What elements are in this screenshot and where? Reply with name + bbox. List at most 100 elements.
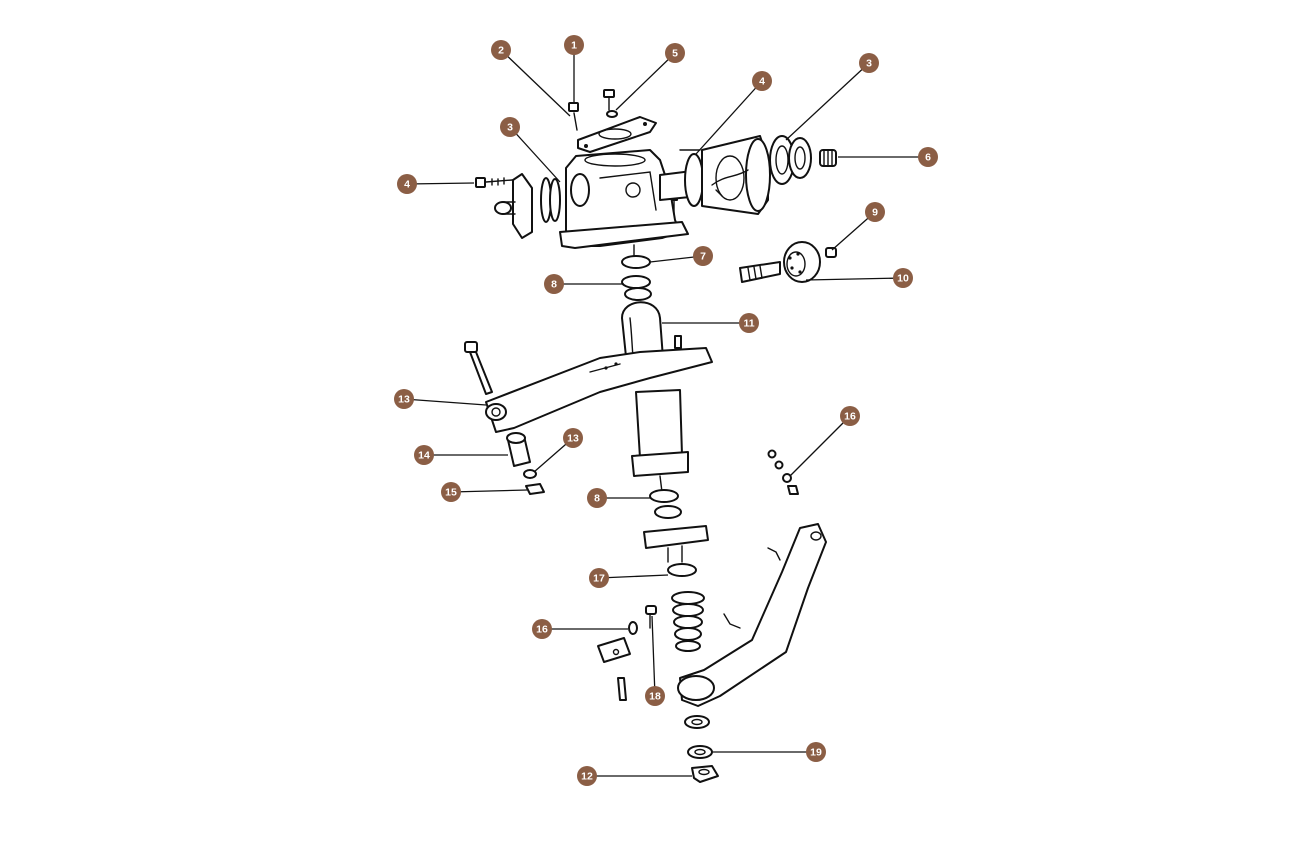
callout-marker (564, 35, 584, 55)
part-bolt-5 (603, 89, 618, 118)
callout-label: 16 (844, 411, 856, 423)
callout-c18: 18 (645, 686, 665, 706)
part-shims-3-left (540, 177, 561, 223)
callout-marker (414, 445, 434, 465)
callout-marker (859, 53, 879, 73)
part-worm-housing (701, 135, 771, 215)
callout-label: 10 (897, 273, 909, 285)
callout-label: 1 (571, 40, 577, 52)
callout-label: 11 (743, 318, 754, 330)
callout-c15: 15 (441, 482, 461, 502)
part-lock-washer-19 (687, 745, 713, 759)
callout-leader-c18 (651, 615, 656, 697)
callout-marker (918, 147, 938, 167)
callout-label: 3 (866, 58, 872, 70)
callout-c12: 12 (577, 766, 597, 786)
callout-label: 9 (872, 207, 878, 219)
callout-label: 18 (649, 691, 661, 703)
callout-label: 3 (507, 122, 513, 134)
callout-marker (577, 766, 597, 786)
callout-c4b: 4 (752, 71, 772, 91)
callout-label: 14 (418, 450, 430, 462)
callout-c19: 19 (806, 742, 826, 762)
callout-c13b: 13 (563, 428, 583, 448)
callout-c6: 6 (918, 147, 938, 167)
callout-label: 17 (593, 573, 605, 585)
callout-leader-c3a (509, 126, 561, 183)
callout-c11: 11 (739, 313, 759, 333)
callout-label: 16 (536, 624, 548, 636)
callout-label: 15 (445, 487, 457, 499)
part-spring (671, 591, 705, 652)
callout-marker (544, 274, 564, 294)
callout-leader-c16a (789, 415, 851, 477)
callout-marker (693, 246, 713, 266)
part-screw-18 (645, 605, 657, 629)
part-washer-13 (523, 469, 537, 479)
part-rocker-shaft-10 (739, 241, 821, 283)
callout-marker (491, 40, 511, 60)
part-fittings-16-top (767, 449, 799, 495)
part-bearing-17 (667, 563, 697, 577)
callout-marker (394, 389, 414, 409)
callout-label: 7 (700, 251, 706, 263)
callout-leader-c4b (695, 80, 763, 155)
part-bracket-arm (485, 335, 713, 433)
callout-c14: 14 (414, 445, 434, 465)
part-nut-9 (825, 247, 837, 258)
callout-label: 8 (594, 493, 600, 505)
callout-c8a: 8 (544, 274, 564, 294)
callout-c13a: 13 (394, 389, 414, 409)
callout-marker (739, 313, 759, 333)
callout-leader-c2 (500, 49, 571, 117)
callout-c2: 2 (491, 40, 511, 60)
part-oring-7 (621, 244, 651, 269)
callout-leader-c15 (450, 489, 528, 493)
callout-c7: 7 (693, 246, 713, 266)
part-adjuster-6 (819, 149, 837, 167)
callout-c5: 5 (665, 43, 685, 63)
callout-marker (587, 488, 607, 508)
callout-marker (893, 268, 913, 288)
callout-c17: 17 (589, 568, 609, 588)
callout-leader-c10 (805, 277, 904, 281)
callout-leader-c4a (406, 182, 475, 185)
part-nut-15 (525, 483, 545, 495)
part-block (597, 637, 631, 663)
callout-c8b: 8 (587, 488, 607, 508)
callout-label: 8 (551, 279, 557, 291)
part-bush-14 (506, 432, 531, 467)
callout-marker (806, 742, 826, 762)
callout-marker (589, 568, 609, 588)
part-bolt-lower (617, 677, 627, 701)
callout-marker (500, 117, 520, 137)
callout-marker (752, 71, 772, 91)
callout-label: 19 (810, 747, 822, 759)
callout-c16b: 16 (532, 619, 552, 639)
callout-c1: 1 (564, 35, 584, 55)
callout-leader-c13a (403, 398, 487, 406)
callout-leader-c17 (598, 574, 669, 579)
callout-label: 13 (567, 433, 579, 445)
part-column-11 (621, 301, 689, 493)
part-washer-lower (684, 715, 710, 729)
part-drop-arm (677, 523, 827, 707)
callout-marker (840, 406, 860, 426)
callout-label: 4 (759, 76, 765, 88)
part-bearing-3-right (769, 135, 812, 185)
callout-label: 6 (925, 152, 931, 164)
callout-c4a: 4 (397, 174, 417, 194)
callout-c3a: 3 (500, 117, 520, 137)
callout-leader-c5 (615, 52, 676, 111)
callout-marker (563, 428, 583, 448)
callout-marker (441, 482, 461, 502)
callout-label: 4 (404, 179, 410, 191)
part-bearing-8-top (621, 275, 652, 301)
callout-label: 13 (398, 394, 410, 406)
callout-c10: 10 (893, 268, 913, 288)
callout-marker (397, 174, 417, 194)
callout-marker (665, 43, 685, 63)
part-end-cover-left (494, 173, 533, 239)
